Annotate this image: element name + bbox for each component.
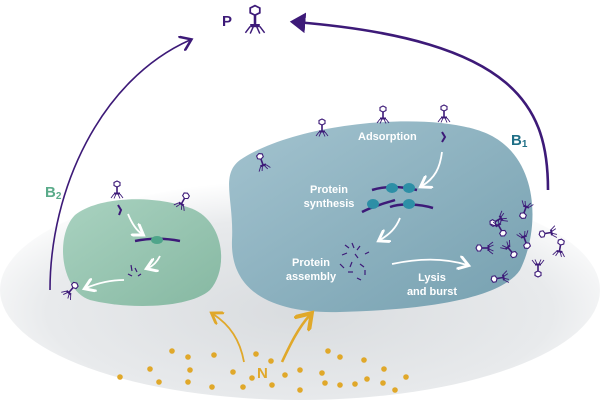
nutrient-particle: [381, 366, 387, 372]
nutrient-particle: [392, 387, 398, 393]
nutrient-particle: [319, 370, 325, 376]
nutrient-particle: [297, 367, 303, 373]
nutrient-particle: [322, 380, 328, 386]
step-protein-assembly-line2: assembly: [286, 271, 337, 283]
phage-dna: [117, 204, 123, 216]
nutrient-particle: [185, 354, 191, 360]
nutrient-particle: [364, 376, 370, 382]
nutrient-particle: [117, 374, 123, 380]
nutrient-particle: [325, 348, 331, 354]
bacterium-b2-label: B2: [45, 184, 62, 202]
b2-protein-fragments: [127, 264, 142, 277]
phage-dna: [441, 131, 447, 143]
nutrient-particle: [240, 384, 246, 390]
nutrient-particle: [337, 382, 343, 388]
step-protein-assembly-line1: Protein: [292, 257, 330, 269]
step-protein-synthesis-line1: Protein: [310, 184, 348, 196]
arrow-assembly-to-lysis: [391, 260, 467, 265]
nutrients-label: N: [257, 365, 268, 382]
b2-release-arrow: [49, 40, 190, 291]
nutrient-particle: [297, 387, 303, 393]
nutrient-particle: [269, 382, 275, 388]
nutrient-particle: [211, 352, 217, 358]
nutrient-particle: [352, 381, 358, 387]
nutrient-particle: [147, 366, 153, 372]
arrow-b2-step2: [148, 255, 161, 268]
nutrient-particle: [187, 367, 193, 373]
phage-icon: [437, 104, 451, 124]
phage-icon: [244, 4, 266, 35]
arrow-b2-step3: [86, 280, 125, 288]
b2-ribosome: [151, 236, 163, 244]
step-protein-synthesis-line2: synthesis: [304, 198, 355, 210]
bacterium-b1: [229, 121, 533, 313]
nutrient-particle: [209, 384, 215, 390]
nutrient-particle: [337, 354, 343, 360]
arrow-b2-step1: [127, 213, 142, 234]
bacterium-b2: [63, 199, 222, 306]
phage-icon: [110, 180, 124, 200]
protein-fragments: [339, 242, 370, 281]
nutrient-particle: [185, 379, 191, 385]
nutrient-particle: [403, 374, 409, 380]
nutrient-particle: [380, 380, 386, 386]
step-lysis-line1: Lysis: [418, 272, 446, 284]
nutrient-particle: [230, 369, 236, 375]
nutrient-particle: [361, 357, 367, 363]
nutrient-particle: [268, 358, 274, 364]
nutrient-arrow-b1: [280, 315, 310, 363]
nutrient-particle: [253, 351, 259, 357]
nutrient-particle: [282, 372, 288, 378]
step-lysis-line2: and burst: [407, 286, 457, 298]
nutrient-particles: [117, 348, 409, 393]
protein-synthesis-ribosomes: [361, 183, 434, 214]
step-adsorption: Adsorption: [358, 131, 417, 143]
arrow-synthesis-to-assembly: [380, 217, 401, 240]
b1-release-arrow: [289, 12, 550, 191]
phage-icon: [376, 105, 390, 125]
nutrient-arrow-b2: [213, 314, 245, 363]
bacterium-b1-label: B1: [511, 132, 528, 150]
nutrient-particle: [156, 379, 162, 385]
nutrient-particle: [169, 348, 175, 354]
nutrient-particle: [249, 375, 255, 381]
arrow-adsorption-to-synthesis: [422, 151, 443, 186]
phage-label: P: [222, 13, 232, 30]
